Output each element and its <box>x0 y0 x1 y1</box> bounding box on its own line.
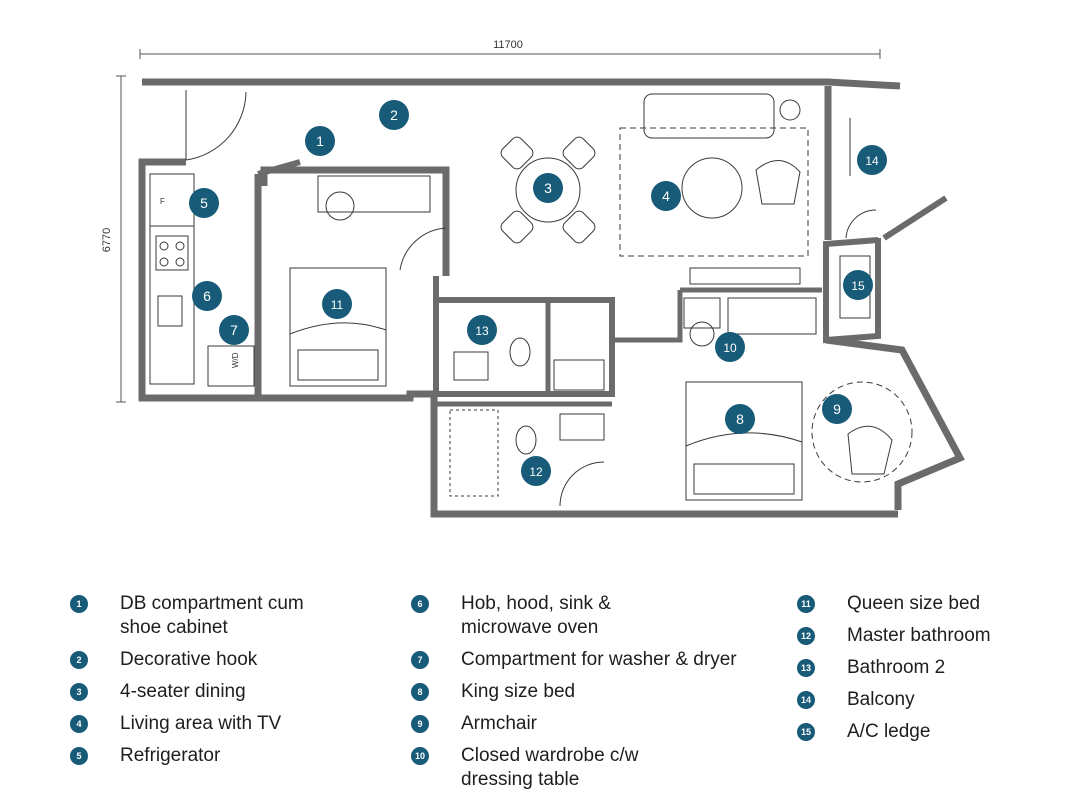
dimension-lines <box>116 49 881 403</box>
marker-label-1: 1 <box>316 133 324 149</box>
marker-label-13: 13 <box>475 324 489 338</box>
fridge-label: F <box>160 197 165 206</box>
legend-label: Decorative hook <box>120 649 258 670</box>
marker-14 <box>857 145 887 175</box>
legend-label: Living area with TV <box>120 713 282 734</box>
walls <box>138 78 965 518</box>
legend-number-badge: 14 <box>797 691 815 709</box>
legend-number-badge: 8 <box>411 683 429 701</box>
marker-label-3: 3 <box>544 180 552 196</box>
legend-item: 15 A/C ledge <box>797 720 1080 744</box>
legend-number-badge: 10 <box>411 747 429 765</box>
marker-label-10: 10 <box>723 341 737 355</box>
marker-13 <box>467 315 497 345</box>
legend-label: Closed wardrobe c/w dressing table <box>461 745 639 790</box>
marker-12 <box>521 456 551 486</box>
legend-label: 4-seater dining <box>120 681 246 702</box>
legend-item: 14 Balcony <box>797 688 1080 712</box>
legend-label: Queen size bed <box>847 593 981 614</box>
legend-item: 10 Closed wardrobe c/w dressing table <box>411 744 751 792</box>
legend-item: 11 Queen size bed <box>797 592 1080 616</box>
marker-label-6: 6 <box>203 288 211 304</box>
legend-column-3: 11 Queen size bed 12 Master bathroom 13 Bat… <box>797 592 1080 752</box>
legend-number-badge: 12 <box>797 627 815 645</box>
legend-item: 8 King size bed <box>411 680 751 704</box>
marker-10 <box>715 332 745 362</box>
legend-label: Hob, hood, sink & microwave oven <box>461 593 611 638</box>
marker-label-14: 14 <box>865 154 879 168</box>
marker-label-2: 2 <box>390 107 398 123</box>
legend-item: 4 Living area with TV <box>70 712 410 736</box>
width-dimension: 11700 <box>493 39 523 51</box>
legend-item: 2 Decorative hook <box>70 648 410 672</box>
marker-11 <box>322 289 352 319</box>
legend-label: Compartment for washer & dryer <box>461 649 737 670</box>
interior-linework <box>149 90 913 507</box>
legend-number-badge: 7 <box>411 651 429 669</box>
legend-item: 7 Compartment for washer & dryer <box>411 648 751 672</box>
legend-number-badge: 15 <box>797 723 815 741</box>
legend-label: Armchair <box>461 713 538 734</box>
height-dimension: 6770 <box>101 228 113 252</box>
legend-number-badge: 13 <box>797 659 815 677</box>
legend-item: 13 Bathroom 2 <box>797 656 1080 680</box>
marker-8 <box>725 404 755 434</box>
marker-label-9: 9 <box>833 401 841 417</box>
marker-5 <box>189 188 219 218</box>
legend-number-badge: 4 <box>70 715 88 733</box>
marker-7 <box>219 315 249 345</box>
washer-dryer-label: W/D <box>231 352 240 368</box>
marker-label-7: 7 <box>230 322 238 338</box>
legend-label: Balcony <box>847 689 915 710</box>
legend-item: 9 Armchair <box>411 712 751 736</box>
legend-column-2: 6 Hob, hood, sink & microwave oven 7 Compa… <box>411 592 751 800</box>
legend-number-badge: 1 <box>70 595 88 613</box>
legend-number-badge: 11 <box>797 595 815 613</box>
marker-2 <box>379 100 409 130</box>
legend-item: 5 Refrigerator <box>70 744 410 768</box>
legend-item: 3 4-seater dining <box>70 680 410 704</box>
legend-item: 1 DB compartment cum shoe cabinet <box>70 592 410 640</box>
legend-column-1: 1 DB compartment cum shoe cabinet 2 Decora… <box>70 592 410 776</box>
marker-label-11: 11 <box>331 298 344 312</box>
legend-item: 12 Master bathroom <box>797 624 1080 648</box>
legend-label: Master bathroom <box>847 625 991 646</box>
legend-label: A/C ledge <box>847 721 931 742</box>
legend-number-badge: 6 <box>411 595 429 613</box>
legend-label: DB compartment cum shoe cabinet <box>120 593 304 638</box>
marker-1 <box>305 126 335 156</box>
marker-6 <box>192 281 222 311</box>
marker-label-15: 15 <box>851 279 865 293</box>
legend-number-badge: 9 <box>411 715 429 733</box>
marker-4 <box>651 181 681 211</box>
marker-9 <box>822 394 852 424</box>
legend-item: 6 Hob, hood, sink & microwave oven <box>411 592 751 640</box>
legend-label: King size bed <box>461 681 576 702</box>
legend-number-badge: 5 <box>70 747 88 765</box>
legend-label: Refrigerator <box>120 745 221 766</box>
marker-label-4: 4 <box>662 188 670 204</box>
legend-label: Bathroom 2 <box>847 657 946 678</box>
floor-plan: 11700 6770 <box>101 39 965 518</box>
marker-label-8: 8 <box>736 411 744 427</box>
marker-label-12: 12 <box>529 465 543 479</box>
legend-number-badge: 3 <box>70 683 88 701</box>
marker-label-5: 5 <box>200 195 208 211</box>
marker-15 <box>843 270 873 300</box>
legend-number-badge: 2 <box>70 651 88 669</box>
marker-3 <box>533 173 563 203</box>
